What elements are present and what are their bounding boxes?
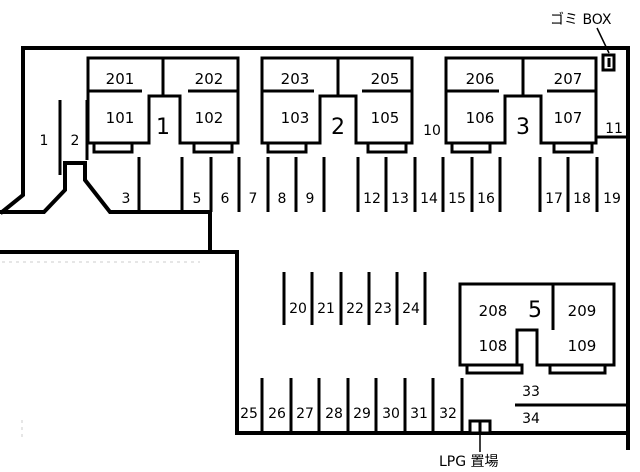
room-107: 107: [554, 109, 583, 127]
space-21: 21: [317, 301, 335, 317]
room-202: 202: [195, 70, 224, 88]
space-31: 31: [410, 406, 428, 422]
room-201: 201: [106, 70, 135, 88]
lot-boundary-lines: [2, 261, 200, 440]
space-20: 20: [289, 301, 307, 317]
space-28: 28: [325, 406, 343, 422]
space-13: 13: [391, 191, 409, 207]
space-19: 19: [603, 191, 621, 207]
building-labels: 1 201 101 202 102 2 203 103 205 105 3 20…: [106, 70, 597, 355]
space-18: 18: [573, 191, 591, 207]
room-106: 106: [466, 109, 495, 127]
building-3: [444, 56, 598, 154]
space-22: 22: [346, 301, 364, 317]
space-26: 26: [268, 406, 286, 422]
space-7: 7: [249, 191, 258, 207]
building-1: [86, 56, 240, 154]
building-2: [260, 56, 414, 154]
space-14: 14: [420, 191, 438, 207]
space-29: 29: [353, 406, 371, 422]
room-109: 109: [568, 337, 597, 355]
room-208: 208: [479, 302, 508, 320]
boundary-walls: [0, 46, 630, 450]
building-2-number: 2: [331, 115, 345, 140]
space-30: 30: [382, 406, 400, 422]
space-16: 16: [477, 191, 495, 207]
lpg-label: LPG 置場: [439, 454, 499, 470]
space-27: 27: [296, 406, 314, 422]
room-207: 207: [554, 70, 583, 88]
space-10: 10: [423, 123, 441, 139]
space-9: 9: [306, 191, 315, 207]
space-23: 23: [374, 301, 392, 317]
space-6: 6: [221, 191, 230, 207]
room-205: 205: [371, 70, 400, 88]
space-1: 1: [40, 133, 49, 149]
room-103: 103: [281, 109, 310, 127]
space-33: 33: [522, 384, 540, 400]
room-203: 203: [281, 70, 310, 88]
room-209: 209: [568, 302, 597, 320]
space-34: 34: [522, 411, 540, 427]
space-25: 25: [240, 406, 258, 422]
space-2: 2: [71, 133, 80, 149]
building-5: [458, 282, 616, 375]
room-108: 108: [479, 337, 508, 355]
space-3: 3: [122, 191, 131, 207]
room-101: 101: [106, 109, 135, 127]
space-5: 5: [193, 191, 202, 207]
building-3-number: 3: [516, 115, 530, 140]
gomi-box-label: ゴミ BOX: [550, 11, 612, 28]
space-8: 8: [278, 191, 287, 207]
gomi-box-leader: [596, 27, 610, 54]
building-5-number: 5: [528, 298, 542, 323]
space-12: 12: [363, 191, 381, 207]
room-206: 206: [466, 70, 495, 88]
stall-dividers: [58, 100, 628, 433]
space-15: 15: [448, 191, 466, 207]
space-11: 11: [605, 121, 623, 137]
building-1-number: 1: [156, 115, 170, 140]
room-105: 105: [371, 109, 400, 127]
space-24: 24: [402, 301, 420, 317]
space-labels: 1 2 3 5 6 7 8 9 10 11 12 13 14 15 16 17 …: [40, 121, 623, 427]
space-32: 32: [439, 406, 457, 422]
space-17: 17: [545, 191, 563, 207]
room-102: 102: [195, 109, 224, 127]
